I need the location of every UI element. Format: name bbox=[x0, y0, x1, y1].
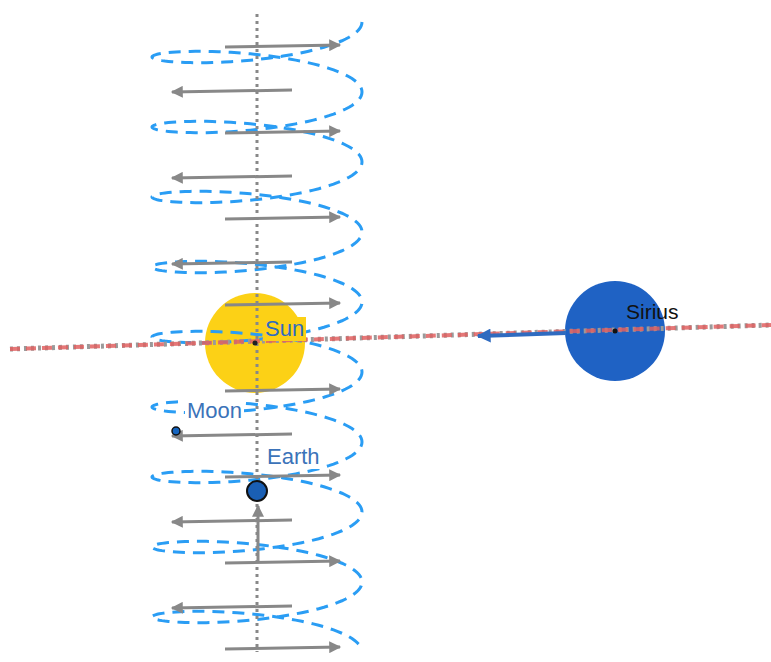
body-label: Moon bbox=[185, 399, 244, 423]
sirius-center bbox=[613, 329, 618, 334]
motion-arrow bbox=[172, 520, 292, 522]
earth-dot bbox=[247, 481, 267, 501]
sirius-direction-arrow bbox=[478, 333, 566, 336]
helix-curve bbox=[152, 22, 362, 648]
earth-arrow bbox=[257, 506, 260, 562]
sirius-label-node: Sirius bbox=[624, 300, 681, 323]
motion-arrow bbox=[172, 434, 292, 436]
motion-arrow bbox=[225, 647, 340, 649]
body-label: Sirius bbox=[624, 300, 681, 323]
motion-arrow bbox=[225, 475, 340, 477]
motion-arrow bbox=[225, 45, 340, 47]
motion-arrow bbox=[172, 262, 292, 264]
body-label: Sun bbox=[263, 317, 306, 341]
earth-label-node: Earth bbox=[265, 445, 322, 469]
sun-axis bbox=[256, 14, 259, 652]
body-label: Earth bbox=[265, 445, 322, 469]
helix-path bbox=[152, 22, 362, 648]
sun-label-node: Sun bbox=[263, 317, 306, 341]
sirius-line-base bbox=[10, 325, 771, 349]
sun-center bbox=[253, 341, 258, 346]
motion-arrow bbox=[225, 561, 340, 563]
motion-arrow bbox=[225, 303, 340, 305]
motion-arrow bbox=[225, 217, 340, 219]
motion-arrow bbox=[225, 131, 340, 133]
moon-label-node: Moon bbox=[185, 399, 244, 423]
motion-arrow bbox=[172, 176, 292, 178]
motion-arrow bbox=[225, 389, 340, 391]
sirius-line bbox=[10, 325, 771, 349]
moon-dot bbox=[172, 427, 180, 435]
sirius-disc bbox=[565, 281, 665, 381]
motion-arrow bbox=[172, 90, 292, 92]
motion-arrow bbox=[172, 606, 292, 608]
